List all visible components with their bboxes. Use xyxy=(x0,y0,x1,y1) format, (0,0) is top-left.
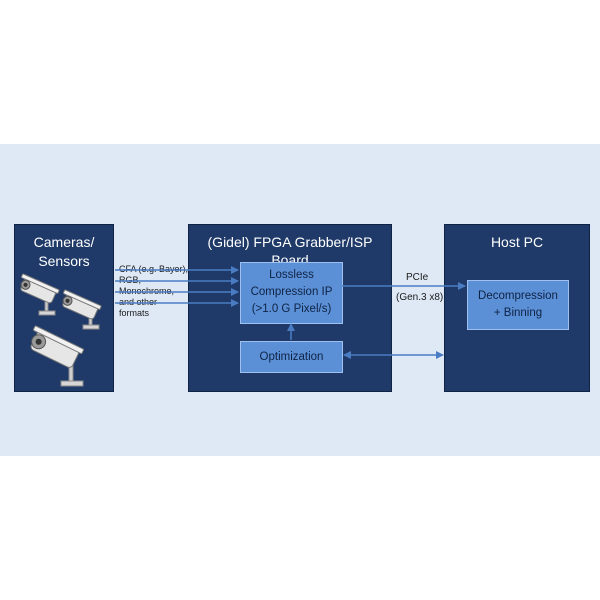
optimization-label: Optimization xyxy=(259,351,324,363)
decompression-line1: Decompression xyxy=(478,290,558,302)
decompression-binning-box: Decompression + Binning xyxy=(467,280,569,330)
compression-line1: Lossless xyxy=(269,269,314,281)
security-camera-icon xyxy=(20,273,102,387)
camera-2 xyxy=(62,289,102,330)
host-pc-block: Host PC Decompression + Binning xyxy=(444,224,590,392)
camera-1 xyxy=(20,273,60,316)
decompression-line2: + Binning xyxy=(493,307,543,319)
format-label-cfa: CFA (e.g. Bayer), xyxy=(119,264,189,274)
host-title: Host PC xyxy=(490,234,544,250)
cameras-sensors-block: Cameras/ Sensors xyxy=(14,224,114,392)
format-label-formats: formats xyxy=(119,308,150,318)
pcie-label: PCIe xyxy=(406,272,429,283)
compression-line2: Compression IP xyxy=(250,286,333,298)
optimization-box: Optimization xyxy=(240,341,343,373)
compression-ip-box: Lossless Compression IP (>1.0 G Pixel/s) xyxy=(240,262,343,324)
cameras-title-line2: Sensors xyxy=(38,253,90,269)
cameras-title-line1: Cameras/ xyxy=(33,234,95,250)
format-label-other: and other xyxy=(119,297,158,307)
compression-line3: (>1.0 G Pixel/s) xyxy=(251,303,332,315)
format-label-monochrome: Monochrome, xyxy=(119,286,175,296)
format-label-rgb: RGB, xyxy=(119,275,142,285)
pcie-gen-label: (Gen.3 x8) xyxy=(396,292,444,303)
fpga-board-block: (Gidel) FPGA Grabber/ISP Board Lossless … xyxy=(188,224,392,392)
camera-3 xyxy=(30,325,85,387)
